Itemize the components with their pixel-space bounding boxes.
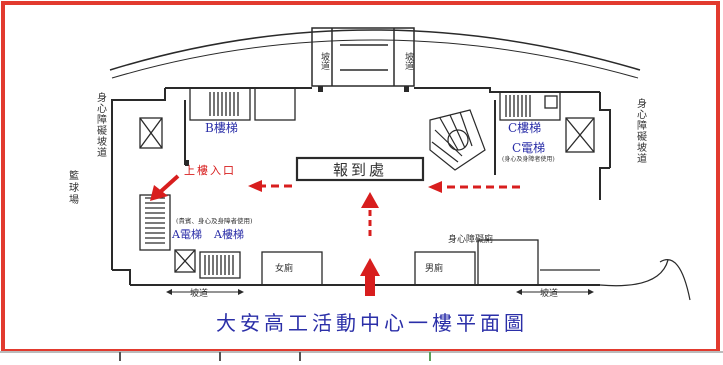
reception-box — [295, 156, 425, 182]
columns — [185, 86, 409, 166]
ramp-top-right-label: 坡道 — [403, 51, 414, 71]
a-stairs-label: A樓梯 — [213, 227, 244, 241]
c-stairs-label: C樓梯 — [508, 120, 541, 135]
a-elevator-label: A電梯 — [171, 228, 202, 241]
basketball-court-label: 籃球場 — [67, 169, 79, 206]
right-ramp-curve — [599, 259, 669, 287]
top-entrance-block — [311, 27, 415, 87]
b-stairs-label: B樓梯 — [205, 120, 238, 135]
building-walls — [111, 87, 611, 286]
plan-title: 大安高工活動中心一樓平面圖 — [216, 311, 528, 335]
ramp-left-label: 坡道 — [190, 287, 208, 299]
accessible-ramp-left-label: 身心障礙坡道 — [95, 91, 107, 158]
mens-restroom-label: 男廁 — [425, 262, 443, 274]
c-stairs-room — [499, 91, 595, 153]
up-arrows — [360, 192, 380, 296]
bottom-right-ramp: 坡道 — [516, 287, 594, 299]
left-elevator-shaft — [139, 117, 163, 149]
c-elevator-note: (身心及身障者使用) — [502, 155, 555, 163]
ramp-right-label: 坡道 — [540, 287, 558, 299]
accessible-ramp-right-label: 身心障礙坡道 — [635, 97, 647, 164]
bottom-left-ramp: 坡道 — [166, 287, 244, 299]
upstairs-entrance-label: 上樓入口 — [184, 163, 236, 177]
left-stair-block — [139, 194, 171, 251]
reception-label: 報到處 — [333, 161, 387, 179]
b-stairs-room — [189, 87, 296, 121]
womens-restroom-label: 女廁 — [275, 262, 293, 274]
bottom-strip — [0, 351, 723, 361]
spiral-staircase — [429, 109, 486, 171]
left-dashed-arrow — [248, 180, 520, 193]
a-note-label: (貴賓、身心及身障者使用) — [176, 216, 253, 225]
c-elevator-label: C電梯 — [512, 141, 545, 155]
roof-curve — [109, 29, 641, 71]
ramp-top-left-label: 坡道 — [319, 51, 330, 71]
a-stairs-room — [174, 249, 241, 279]
restroom-rooms — [261, 239, 539, 286]
upstairs-entrance-arrow — [150, 174, 180, 201]
accessible-restroom-label: 身心障礙廁 — [448, 233, 493, 245]
